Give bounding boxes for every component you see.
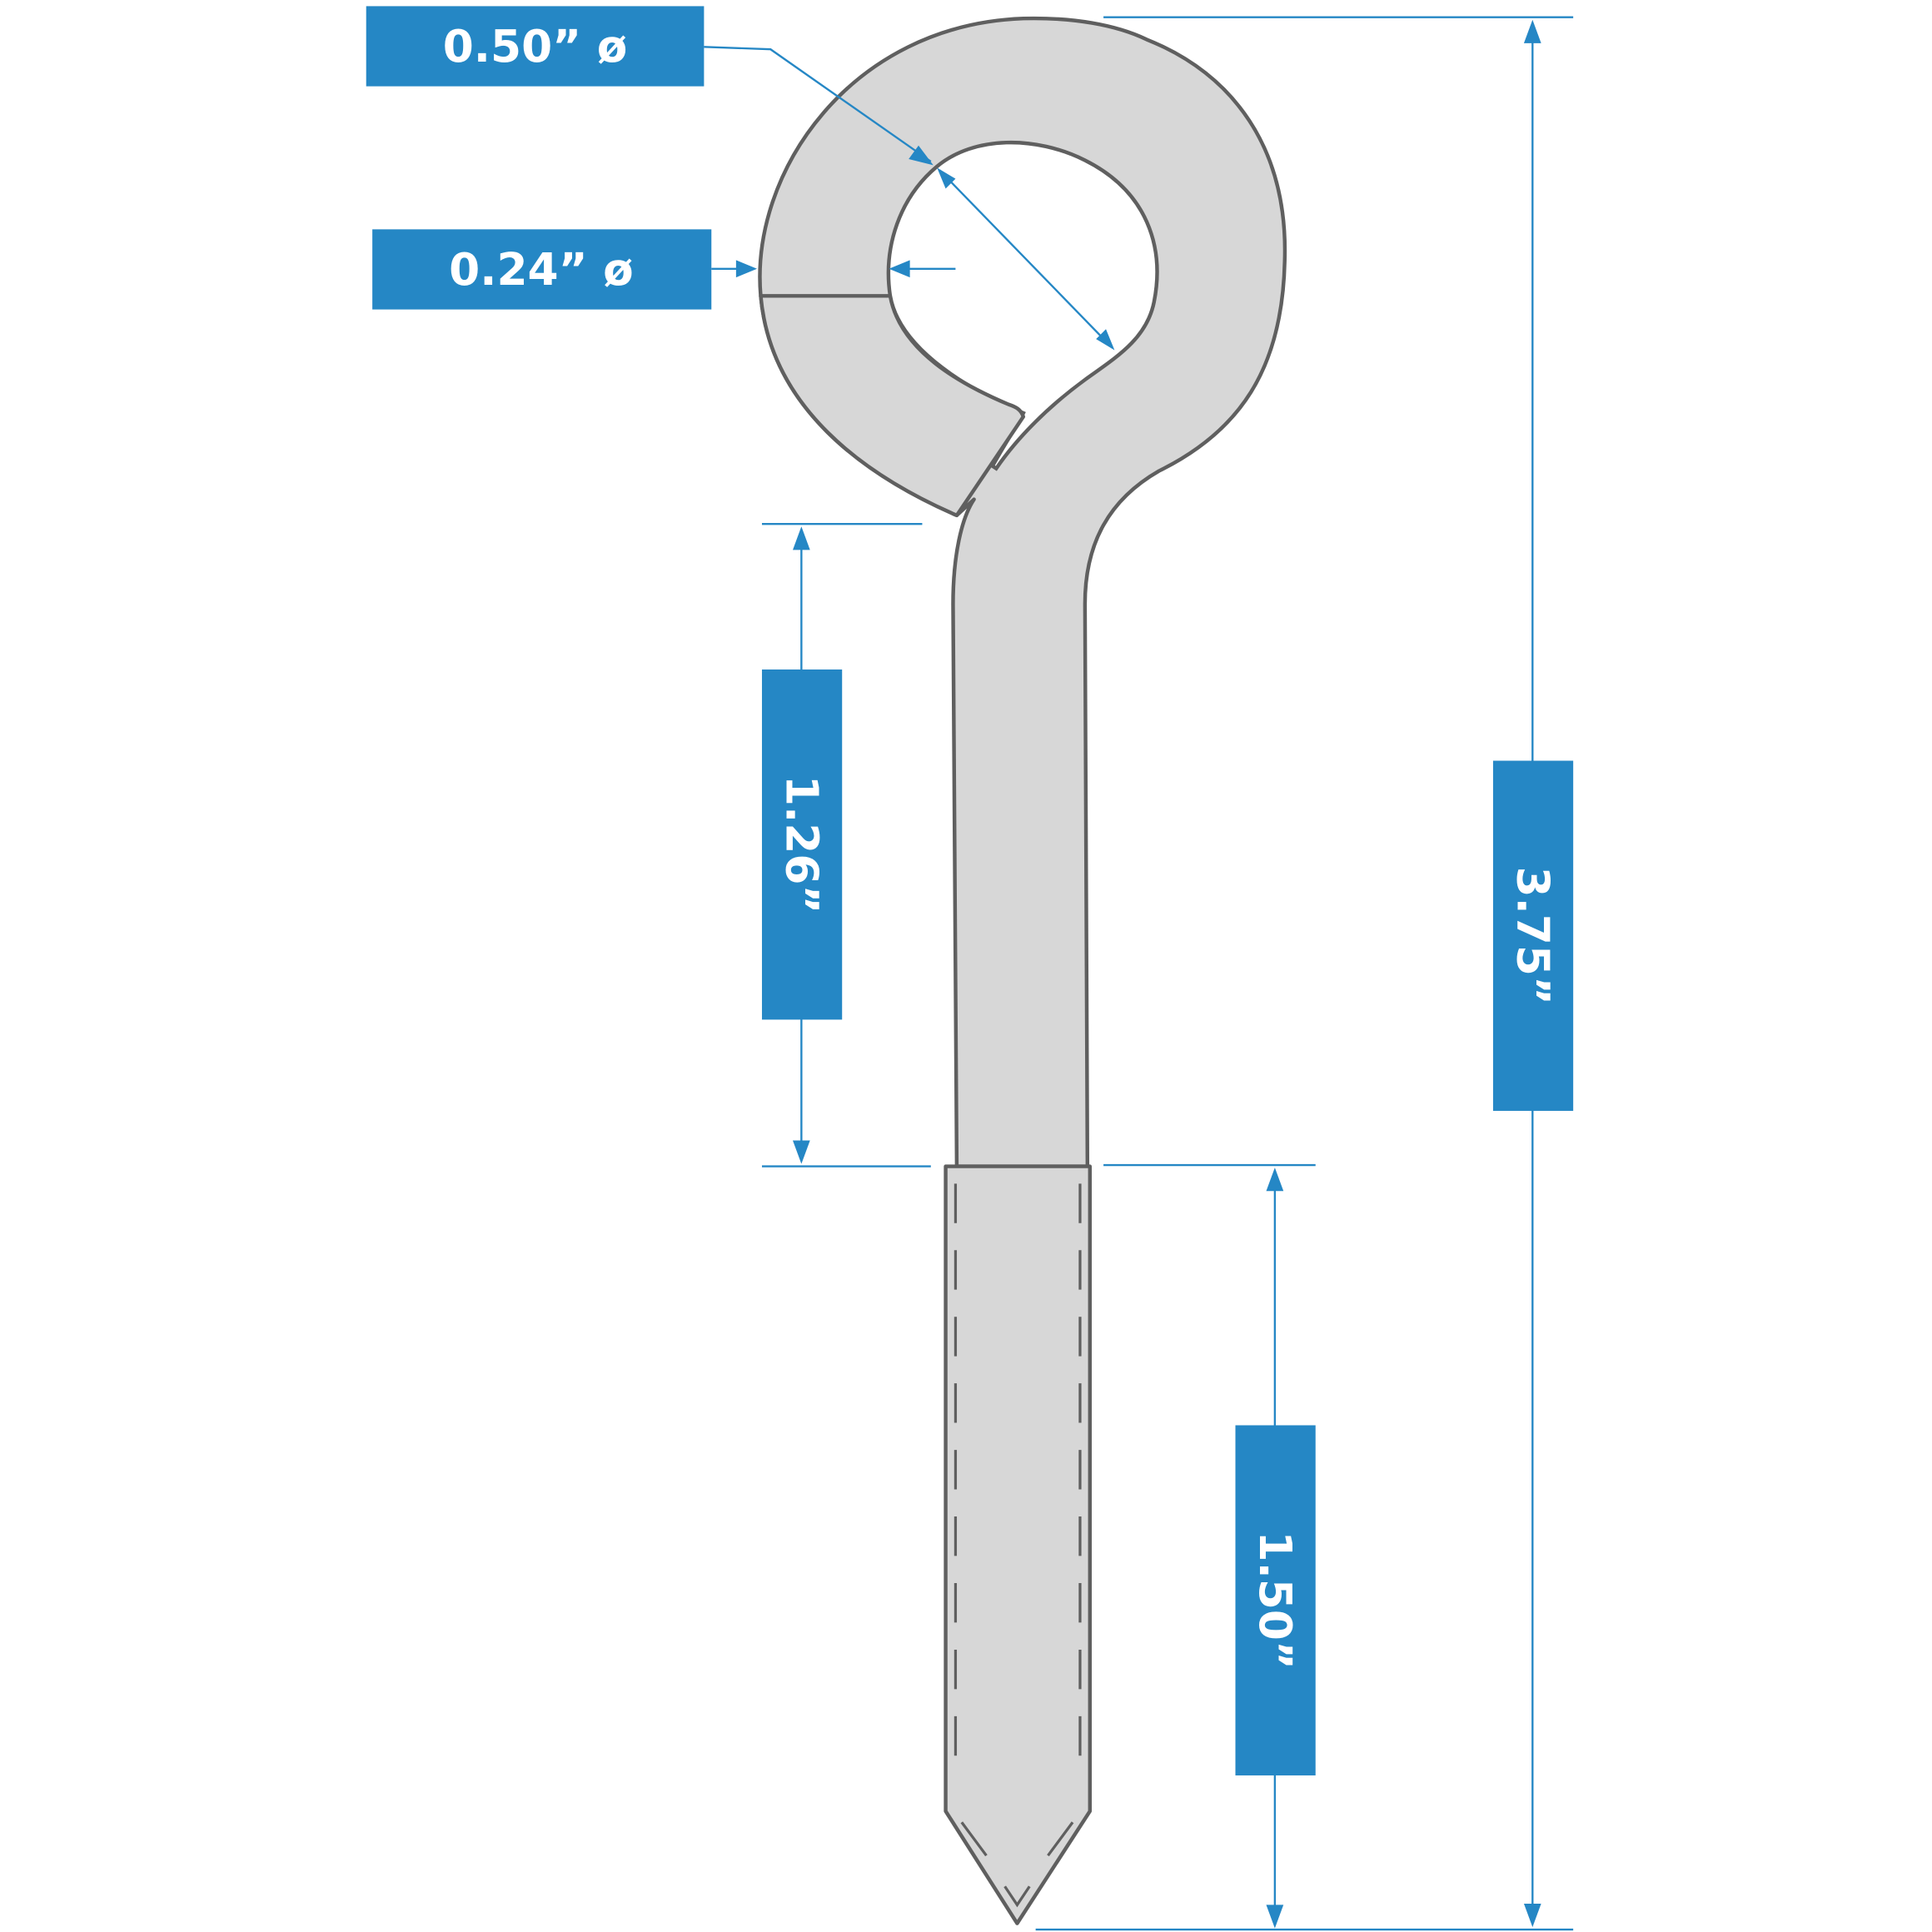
eye-loop-end <box>759 294 1026 518</box>
label-shank-length: 1.26” <box>776 775 828 914</box>
label-inner-eye-diameter: 0.50” ø <box>443 21 628 72</box>
thread-tip-marks <box>960 1821 1074 1908</box>
label-box-thread-length <box>1235 1425 1316 1775</box>
label-box-inner-eye <box>366 6 705 87</box>
label-wire-diameter: 0.24” ø <box>449 244 634 296</box>
dimension-wire-diameter: 0.24” ø <box>372 229 956 310</box>
label-thread-length: 1.50” <box>1249 1531 1301 1669</box>
dimension-thread-length: 1.50” <box>1103 1163 1316 1929</box>
label-box-shank-length <box>761 669 843 1020</box>
threaded-shank <box>944 1164 1093 1925</box>
label-overall-length: 3.75” <box>1507 866 1559 1004</box>
label-box-overall-length <box>1492 760 1574 1111</box>
label-box-wire-diameter <box>372 229 712 310</box>
eye-screw-drawing <box>758 16 1287 1925</box>
dimension-overall-length: 3.75” <box>1035 16 1574 1931</box>
dimension-shank-length: 1.26” <box>761 523 931 1168</box>
dimension-inner-eye-diameter: 0.50” ø <box>366 6 1115 351</box>
